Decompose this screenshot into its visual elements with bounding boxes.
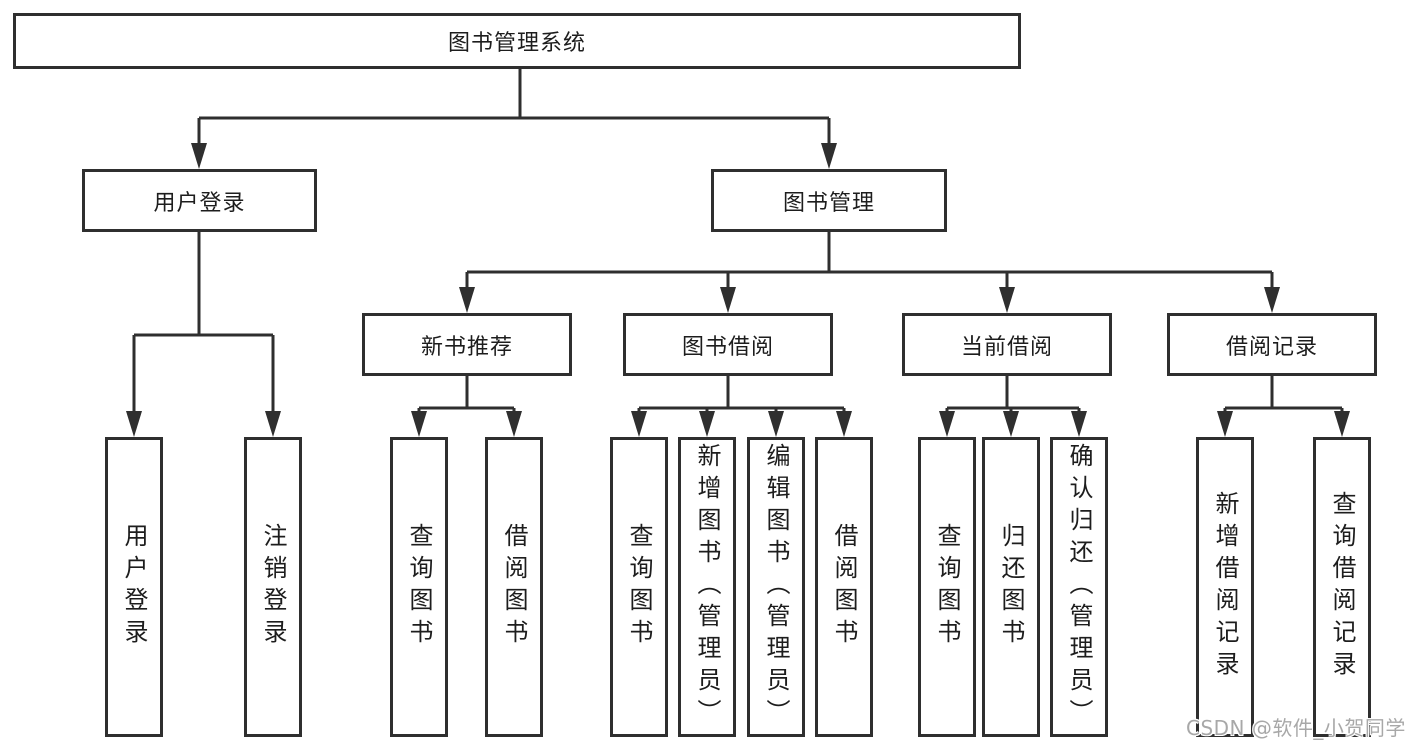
node-borrow-record: 借阅记录 (1167, 313, 1377, 376)
leaf-record-query-label: 查询借阅记录 (1328, 491, 1356, 683)
node-root-label: 图书管理系统 (447, 31, 586, 56)
leaf-newbook-borrow: 借阅图书 (485, 437, 543, 737)
node-root: 图书管理系统 (13, 13, 1021, 69)
csdn-watermark: CSDN @软件_小贺同学 (1186, 716, 1405, 740)
node-current-borrow: 当前借阅 (902, 313, 1112, 376)
leaf-borrow-book-label: 借阅图书 (830, 523, 858, 651)
leaf-user-login: 用户登录 (105, 437, 163, 737)
node-book-borrow-label: 图书借阅 (681, 334, 774, 360)
leaf-current-return: 归还图书 (982, 437, 1040, 737)
leaf-borrow-edit-admin-label: 编辑图书（管理员） (762, 443, 790, 731)
node-book-management: 图书管理 (711, 169, 947, 232)
leaf-borrow-book: 借阅图书 (815, 437, 873, 737)
leaf-current-query: 查询图书 (918, 437, 976, 737)
node-current-borrow-label: 当前借阅 (960, 334, 1053, 360)
leaf-record-add: 新增借阅记录 (1196, 437, 1254, 737)
leaf-newbook-query: 查询图书 (390, 437, 448, 737)
leaf-newbook-borrow-label: 借阅图书 (500, 523, 528, 651)
node-new-book-recommend: 新书推荐 (362, 313, 572, 376)
leaf-borrow-add-admin: 新增图书（管理员） (678, 437, 736, 737)
leaf-logout-label: 注销登录 (259, 523, 287, 651)
leaf-borrow-query-label: 查询图书 (625, 523, 653, 651)
leaf-logout: 注销登录 (244, 437, 302, 737)
leaf-borrow-query: 查询图书 (610, 437, 668, 737)
leaf-borrow-add-admin-label: 新增图书（管理员） (693, 443, 721, 731)
node-borrow-record-label: 借阅记录 (1225, 334, 1318, 360)
leaf-borrow-edit-admin: 编辑图书（管理员） (747, 437, 805, 737)
node-book-borrow: 图书借阅 (623, 313, 833, 376)
leaf-current-query-label: 查询图书 (933, 523, 961, 651)
leaf-record-query: 查询借阅记录 (1313, 437, 1371, 737)
leaf-user-login-label: 用户登录 (120, 523, 148, 651)
leaf-record-add-label: 新增借阅记录 (1211, 491, 1239, 683)
leaf-current-return-label: 归还图书 (997, 523, 1025, 651)
leaf-current-confirm-admin-label: 确认归还（管理员） (1065, 443, 1093, 731)
leaf-newbook-query-label: 查询图书 (405, 523, 433, 651)
leaf-current-confirm-admin: 确认归还（管理员） (1050, 437, 1108, 737)
node-user-login-label: 用户登录 (153, 190, 246, 216)
node-user-login: 用户登录 (82, 169, 317, 232)
node-new-book-recommend-label: 新书推荐 (420, 334, 513, 360)
node-book-management-label: 图书管理 (782, 190, 875, 216)
